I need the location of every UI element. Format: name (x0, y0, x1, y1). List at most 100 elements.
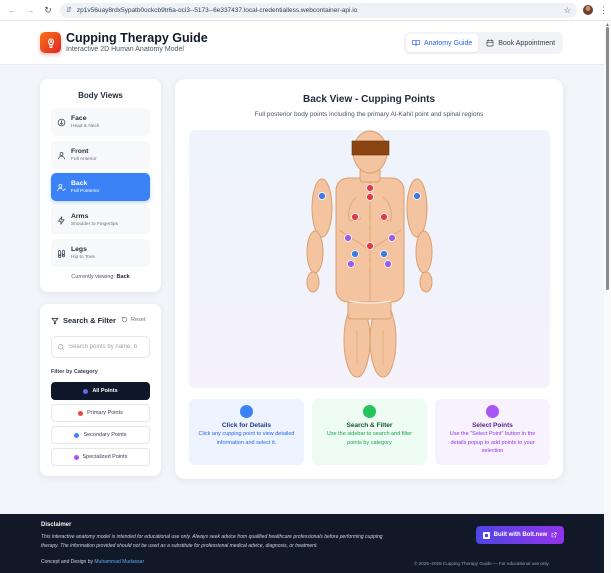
view-subtitle: Full posterior body points including the… (254, 111, 484, 118)
right-hand[interactable] (419, 271, 433, 293)
view-item-face[interactable]: Face Head & Neck (51, 108, 150, 136)
point-secondary[interactable] (351, 250, 359, 258)
tab-book-appointment[interactable]: Book Appointment (480, 34, 561, 52)
right-upper-arm[interactable] (406, 178, 428, 238)
filter-specialized-points-button[interactable]: Specialized Points (51, 448, 150, 466)
forward-arrow-icon[interactable]: → (25, 5, 35, 15)
point-primary[interactable] (351, 213, 359, 221)
filter-secondary-points-button[interactable]: Secondary Points (51, 426, 150, 444)
info-text: Click any cupping point to view detailed… (198, 431, 295, 446)
filter-category-label: Filter by Category (51, 369, 98, 375)
reset-label: Reset (131, 316, 146, 323)
back-body-figure (306, 130, 433, 378)
view-item-arms[interactable]: Arms Shoulder to Fingertips (51, 206, 150, 234)
user-check-icon (56, 182, 66, 192)
footprints-icon (56, 248, 66, 258)
app-title: Cupping Therapy Guide (66, 31, 208, 45)
copyright-text: © 2025–2026 Cupping Therapy Guide — For … (414, 561, 550, 566)
scroll-thumb[interactable] (606, 27, 609, 290)
user-icon (56, 150, 66, 160)
external-link-icon (552, 532, 557, 538)
browser-toolbar: ← → ↻ ⇵ zp1v56uay8rdx5ypatb0ockcb9tr6a-o… (0, 0, 611, 21)
reset-rotate-icon (121, 316, 128, 323)
view-title: Back View - Cupping Points (302, 94, 436, 105)
blue-circle-icon (240, 405, 253, 418)
bolt-logo-icon (482, 531, 490, 539)
point-secondary[interactable] (318, 192, 326, 200)
page-scrollbar[interactable]: ▲ (604, 21, 611, 573)
left-hand[interactable] (306, 271, 320, 293)
reset-button[interactable]: Reset (121, 316, 145, 323)
green-circle-icon (363, 405, 376, 418)
page-footer: Disclaimer This interactive anatomy mode… (0, 514, 604, 573)
body-views-panel: Body Views Face Head & Neck Front Full A… (40, 79, 161, 292)
zap-icon (56, 215, 66, 225)
left-upper-arm[interactable] (311, 178, 333, 238)
filter-option-label: Primary Points (87, 410, 123, 416)
view-label: Front (71, 148, 89, 155)
right-forearm[interactable] (415, 230, 433, 274)
headband (351, 140, 390, 156)
bolt-label: Built with Bolt.new (493, 532, 548, 538)
book-open-icon (412, 40, 420, 46)
info-title: Search & Filter (346, 422, 393, 429)
point-primary[interactable] (366, 242, 374, 250)
main-nav: Anatomy Guide Book Appointment (404, 32, 564, 54)
address-bar[interactable]: ⇵ zp1v56uay8rdx5ypatb0ockcb9tr6a-oci3--5… (60, 2, 577, 18)
calendar-icon (486, 39, 494, 47)
bookmark-star-icon[interactable]: ☆ (563, 5, 571, 15)
face-icon (56, 117, 66, 127)
url-text[interactable]: zp1v56uay8rdx5ypatb0ockcb9tr6a-oci3--517… (76, 6, 358, 14)
app-subtitle: Interactive 2D Human Anatomy Model (66, 46, 184, 53)
search-filter-panel: Search & Filter Reset Filter by Category… (40, 304, 161, 476)
view-item-front[interactable]: Front Full Anterior (51, 141, 150, 169)
view-label: Back (71, 180, 88, 187)
point-primary[interactable] (366, 193, 374, 201)
point-primary[interactable] (380, 213, 388, 221)
browser-menu-icon[interactable]: ⋮ (599, 4, 608, 15)
view-description: Hip to Toes (71, 255, 95, 260)
point-specialized[interactable] (347, 260, 355, 268)
left-forearm[interactable] (306, 230, 324, 274)
category-dot-icon (78, 410, 84, 416)
category-dot-icon (83, 388, 89, 394)
disclaimer-heading: Disclaimer (41, 522, 72, 528)
filter-primary-points-button[interactable]: Primary Points (51, 404, 150, 422)
hip-region[interactable] (347, 300, 392, 320)
view-item-back[interactable]: Back Full Posterior (51, 173, 150, 201)
view-item-legs[interactable]: Legs Hip to Toes (51, 239, 150, 267)
search-input[interactable] (69, 344, 149, 350)
tab-label: Anatomy Guide (424, 39, 473, 47)
filter-all-points-button[interactable]: All Points (51, 382, 150, 400)
current-view-label: Currently viewing: (71, 274, 116, 280)
point-secondary[interactable] (380, 250, 388, 258)
reload-icon[interactable]: ↻ (44, 4, 52, 15)
search-field[interactable] (51, 336, 150, 358)
point-primary[interactable] (366, 184, 374, 192)
point-specialized[interactable] (344, 234, 352, 242)
point-secondary[interactable] (413, 192, 421, 200)
point-specialized[interactable] (384, 260, 392, 268)
tab-anatomy-guide[interactable]: Anatomy Guide (406, 34, 479, 52)
app-logo (40, 32, 61, 53)
anatomy-canvas[interactable] (189, 130, 550, 388)
scroll-up-arrow-icon[interactable]: ▲ (605, 22, 610, 28)
filter-option-label: Specialized Points (82, 454, 128, 460)
point-specialized[interactable] (388, 234, 396, 242)
built-with-bolt-button[interactable]: Built with Bolt.new (476, 526, 564, 544)
filter-funnel-icon (51, 317, 59, 324)
back-arrow-icon[interactable]: ← (7, 5, 17, 15)
info-text: Use the "Select Point" button in the det… (449, 431, 536, 454)
info-select-points: Select Points Use the "Select Point" but… (435, 399, 550, 465)
info-search-filter: Search & Filter Use the sidebar to searc… (312, 399, 427, 465)
profile-avatar[interactable] (583, 5, 593, 15)
design-credit: Concept and Design by Muhammad Mudassar (41, 559, 144, 565)
view-description: Shoulder to Fingertips (71, 222, 118, 227)
anatomy-viewer-panel: Back View - Cupping Points Full posterio… (175, 79, 563, 479)
filter-option-label: Secondary Points (83, 432, 127, 438)
filter-option-label: All Points (92, 388, 118, 394)
tab-label: Book Appointment (498, 39, 556, 47)
author-link[interactable]: Muhammad Mudassar (94, 559, 145, 565)
site-settings-icon[interactable]: ⇵ (66, 7, 72, 14)
view-description: Full Anterior (71, 157, 97, 162)
